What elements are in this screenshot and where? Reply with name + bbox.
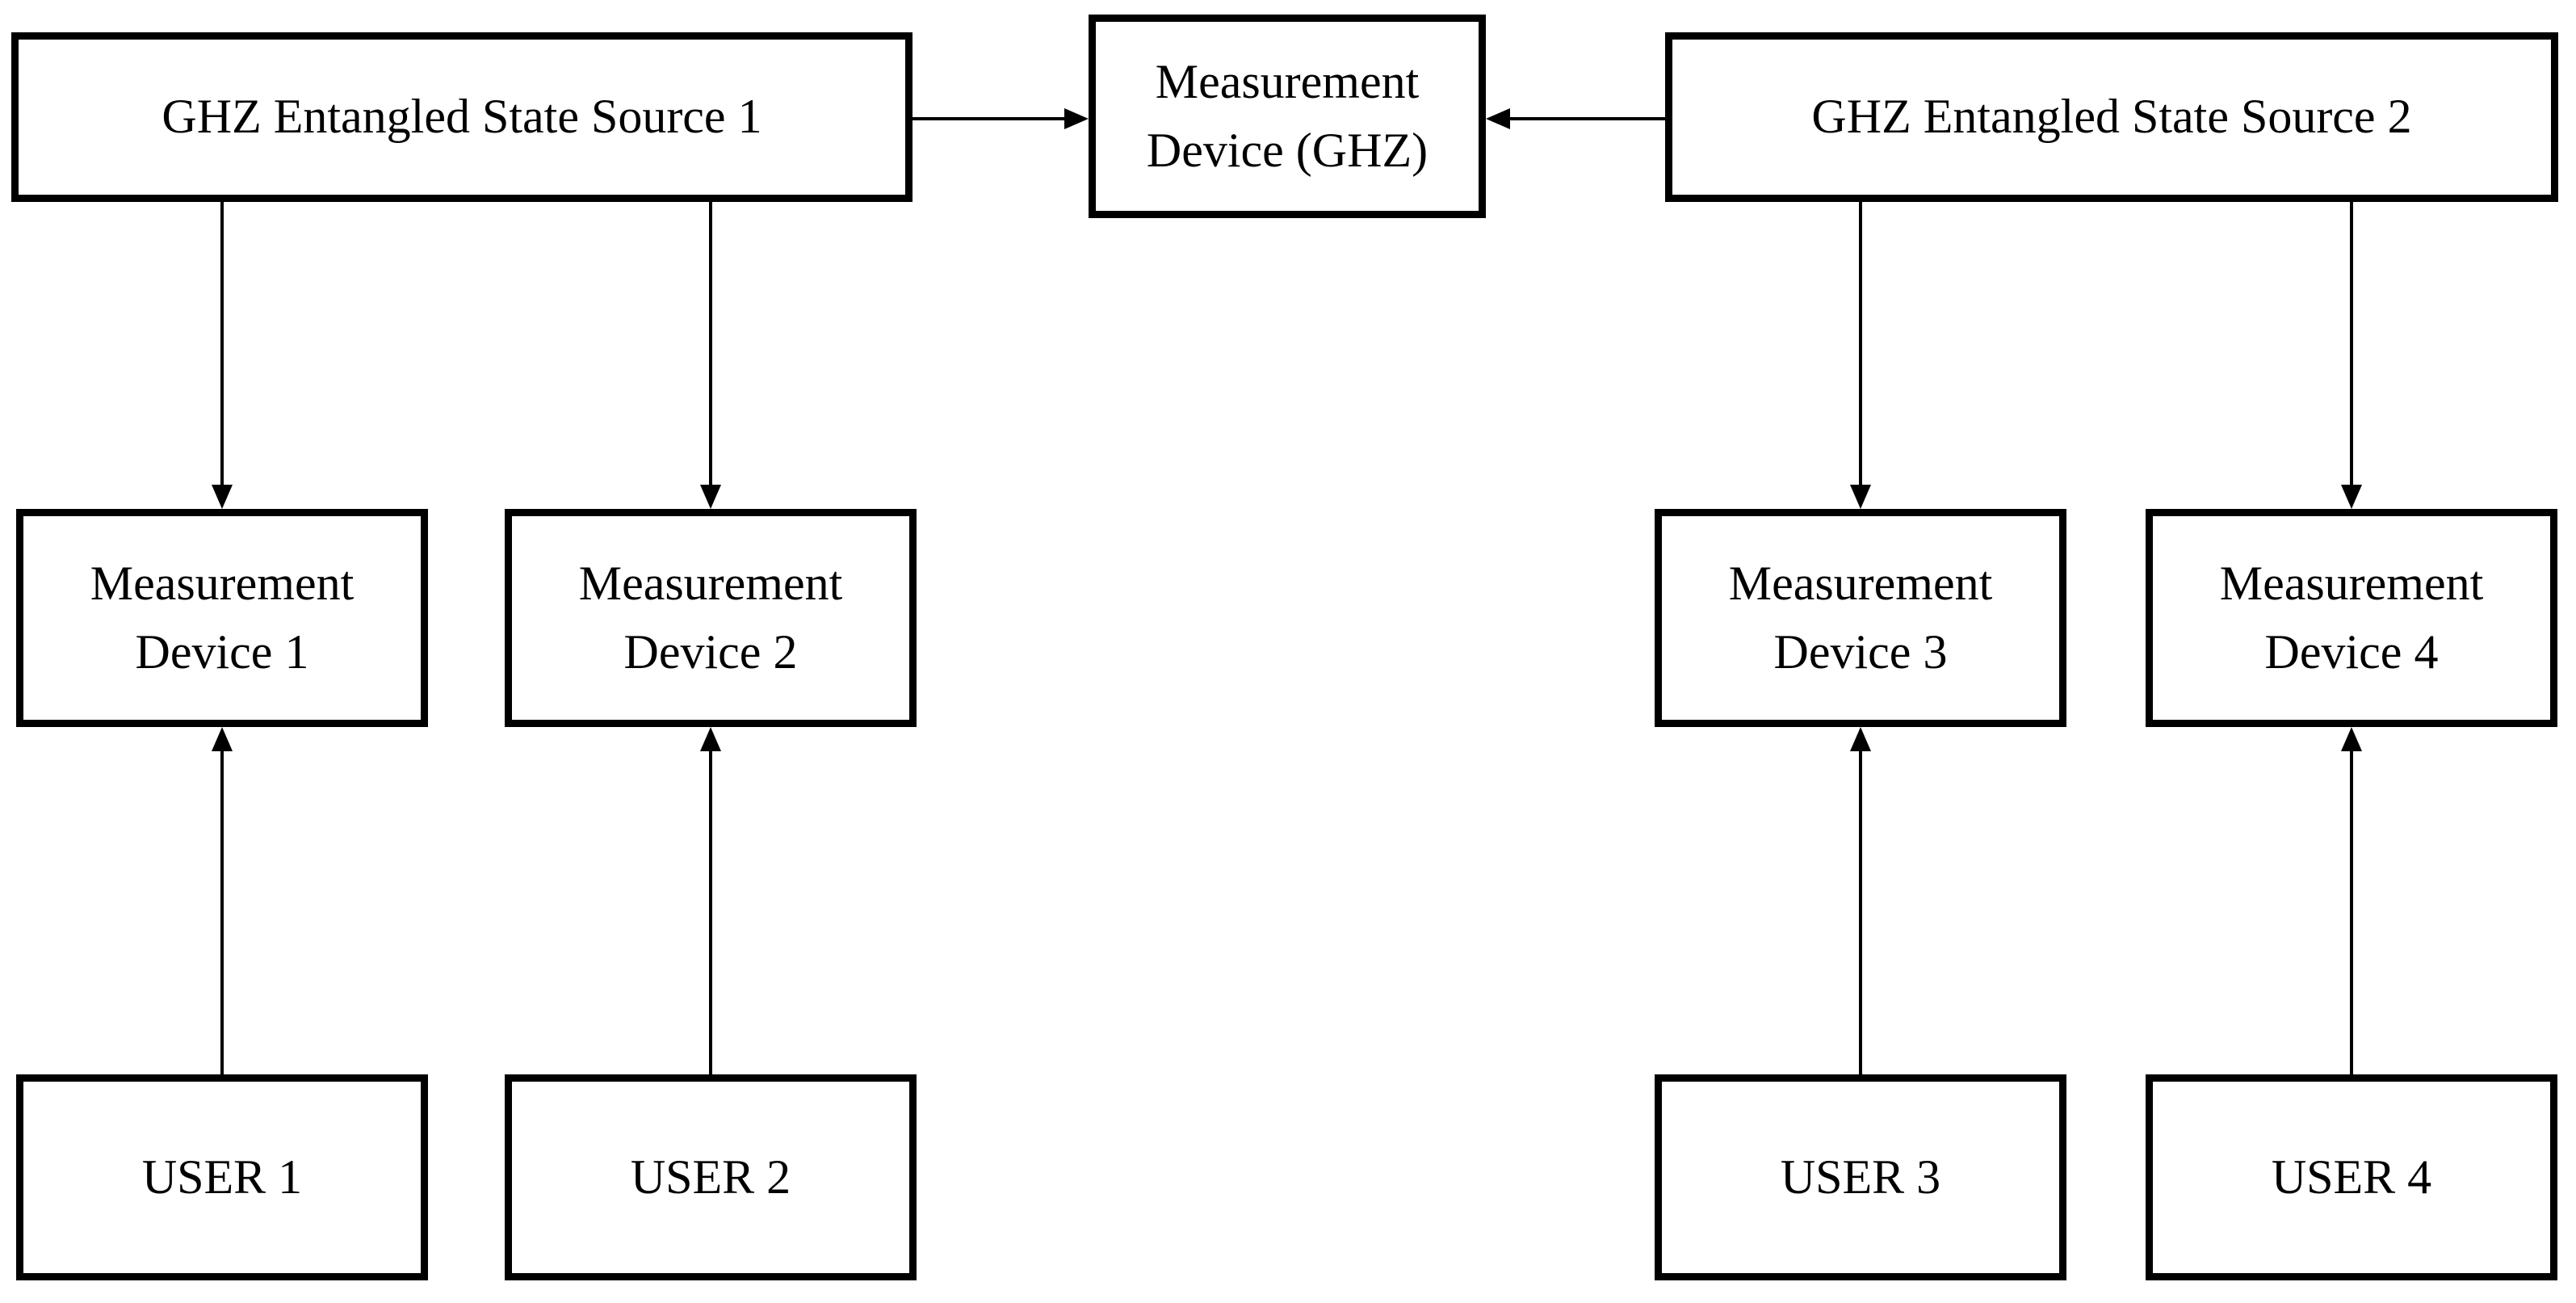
md3-label-line2: Device 3 bbox=[1773, 625, 1948, 679]
arrow-right-icon bbox=[1064, 108, 1089, 129]
ghz-measurement-device-box: Measurement Device (GHZ) bbox=[1089, 15, 1486, 218]
arrow-down-icon bbox=[212, 485, 233, 509]
md1-label-line1: Measurement bbox=[90, 556, 355, 610]
ghz-device-label-line1: Measurement bbox=[1155, 54, 1420, 108]
arrow-down-icon bbox=[700, 485, 721, 509]
md4-label-line1: Measurement bbox=[2219, 556, 2484, 610]
measurement-device1-box: Measurement Device 1 bbox=[16, 509, 428, 727]
user1-box: USER 1 bbox=[16, 1074, 428, 1280]
arrow-down-icon bbox=[2341, 485, 2362, 509]
user2-label: USER 2 bbox=[630, 1150, 791, 1204]
edge-user3-to-md3-line bbox=[1859, 750, 1862, 1074]
measurement-device2-box: Measurement Device 2 bbox=[505, 509, 917, 727]
user4-box: USER 4 bbox=[2146, 1074, 2557, 1280]
arrow-up-icon bbox=[212, 727, 233, 751]
source1-box: GHZ Entangled State Source 1 bbox=[11, 32, 913, 202]
md2-label-line1: Measurement bbox=[578, 556, 843, 610]
arrow-up-icon bbox=[1850, 727, 1871, 751]
user3-box: USER 3 bbox=[1655, 1074, 2066, 1280]
edge-user4-to-md4-line bbox=[2350, 750, 2353, 1074]
arrow-up-icon bbox=[700, 727, 721, 751]
edge-user1-to-md1-line bbox=[220, 750, 224, 1074]
arrow-down-icon bbox=[1850, 485, 1871, 509]
md3-label-line1: Measurement bbox=[1728, 556, 1993, 610]
md1-label-line2: Device 1 bbox=[135, 625, 309, 679]
edge-source2-to-md3-line bbox=[1859, 202, 1862, 486]
user3-label: USER 3 bbox=[1780, 1150, 1941, 1204]
edge-source1-to-md1-line bbox=[220, 202, 224, 486]
ghz-device-label-line2: Device (GHZ) bbox=[1146, 124, 1429, 177]
user4-label: USER 4 bbox=[2271, 1150, 2432, 1204]
edge-source1-to-md2-line bbox=[709, 202, 712, 486]
user2-box: USER 2 bbox=[505, 1074, 917, 1280]
edge-source2-to-md4-line bbox=[2350, 202, 2353, 486]
arrow-left-icon bbox=[1486, 108, 1510, 129]
edge-source2-to-ghz-line bbox=[1508, 117, 1665, 120]
user1-label: USER 1 bbox=[141, 1150, 303, 1204]
arrow-up-icon bbox=[2341, 727, 2362, 751]
source2-label: GHZ Entangled State Source 2 bbox=[1811, 90, 2412, 144]
edge-user2-to-md2-line bbox=[709, 750, 712, 1074]
md4-label-line2: Device 4 bbox=[2264, 625, 2439, 679]
source1-label: GHZ Entangled State Source 1 bbox=[162, 90, 762, 144]
md2-label-line2: Device 2 bbox=[623, 625, 798, 679]
source2-box: GHZ Entangled State Source 2 bbox=[1665, 32, 2558, 202]
edge-source1-to-ghz-line bbox=[913, 117, 1068, 120]
measurement-device4-box: Measurement Device 4 bbox=[2146, 509, 2557, 727]
measurement-device3-box: Measurement Device 3 bbox=[1655, 509, 2066, 727]
